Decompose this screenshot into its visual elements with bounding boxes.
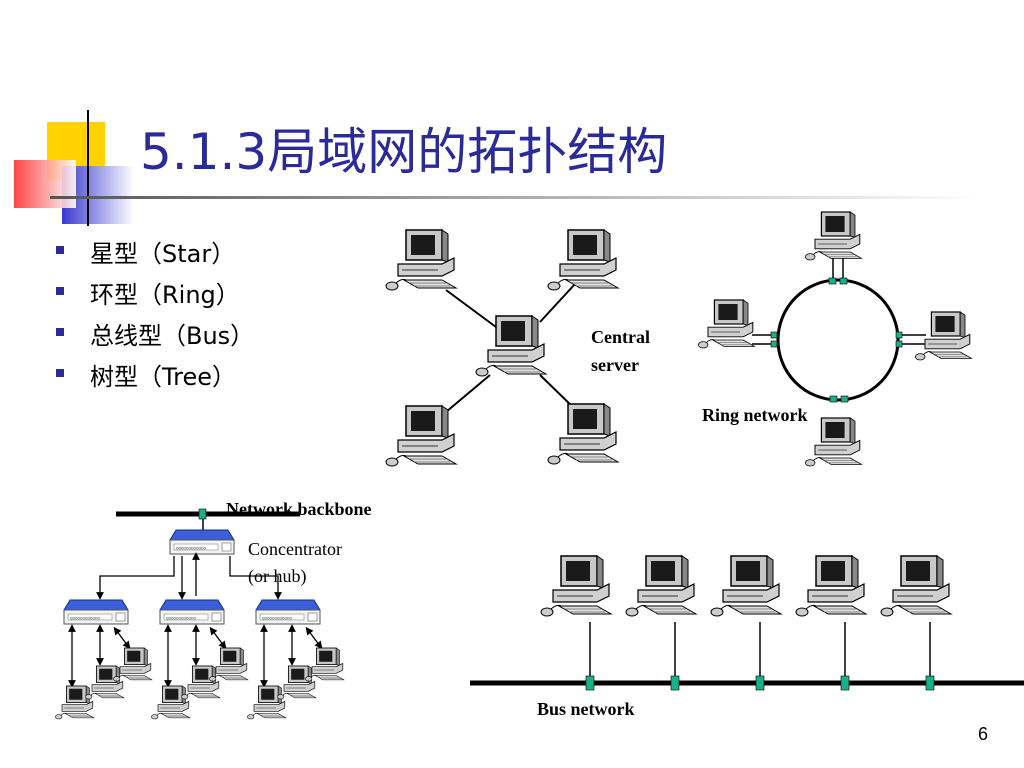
bullet-square-icon <box>56 287 64 295</box>
bullet-text: 树型（Tree） <box>90 363 237 391</box>
bullet-item: 总线型（Bus） <box>52 316 254 357</box>
bullet-item: 树型（Tree） <box>52 357 254 398</box>
tree-computer <box>84 665 125 700</box>
bus-computer <box>710 555 782 617</box>
bus-computer <box>880 555 952 617</box>
bullet-text: 星型（Star） <box>90 240 236 268</box>
bus-computer <box>540 555 612 617</box>
central-server-label-2: server <box>591 355 639 375</box>
star-computer <box>547 229 619 291</box>
ring-circle <box>776 278 900 402</box>
tree-computer <box>246 685 287 720</box>
sub-hub <box>63 599 129 625</box>
sub-hub <box>255 599 321 625</box>
bullet-square-icon <box>56 246 64 254</box>
ring-network: Ring network <box>697 211 973 467</box>
bullet-text: 总线型（Bus） <box>90 322 255 350</box>
bullet-square-icon <box>56 328 64 336</box>
bus-computer <box>795 555 867 617</box>
tree-computer <box>276 665 317 700</box>
bullet-text: 环型（Ring） <box>90 281 240 309</box>
ring-computer <box>697 299 755 349</box>
star-computer <box>385 405 457 467</box>
bullet-item: 环型（Ring） <box>52 275 254 316</box>
ring-computer <box>804 417 863 467</box>
bus-network: Bus network <box>470 555 1024 719</box>
page-number: 6 <box>978 724 989 744</box>
bullet-item: 星型（Star） <box>52 234 254 275</box>
bus-network-label: Bus network <box>537 699 635 719</box>
bullet-square-icon <box>56 369 64 377</box>
ring-network-label: Ring network <box>702 405 808 425</box>
central-server-label-1: Central <box>591 327 650 347</box>
star-computer <box>547 403 619 465</box>
slide-title: 5.1.3局域网的拓扑结构 <box>140 123 668 181</box>
ring-computer <box>804 211 863 261</box>
central-server-computer <box>475 315 547 377</box>
tree-network: Network backbone Concentrator (or hub) <box>54 499 372 720</box>
star-network: Central server <box>385 229 650 467</box>
ring-computer <box>914 311 973 361</box>
network-backbone-label: Network backbone <box>226 499 372 519</box>
bus-computer <box>625 555 697 617</box>
concentrator-hub <box>169 529 235 555</box>
title-underline <box>50 196 980 199</box>
tree-computer <box>54 685 95 720</box>
tree-computer <box>150 685 191 720</box>
star-computer <box>385 229 457 291</box>
concentrator-label-1: Concentrator <box>248 539 342 559</box>
tree-computer <box>180 665 221 700</box>
sub-hub <box>159 599 225 625</box>
bullet-list: 星型（Star） 环型（Ring） 总线型（Bus） 树型（Tree） <box>52 234 254 398</box>
logo-red-square <box>14 160 76 208</box>
